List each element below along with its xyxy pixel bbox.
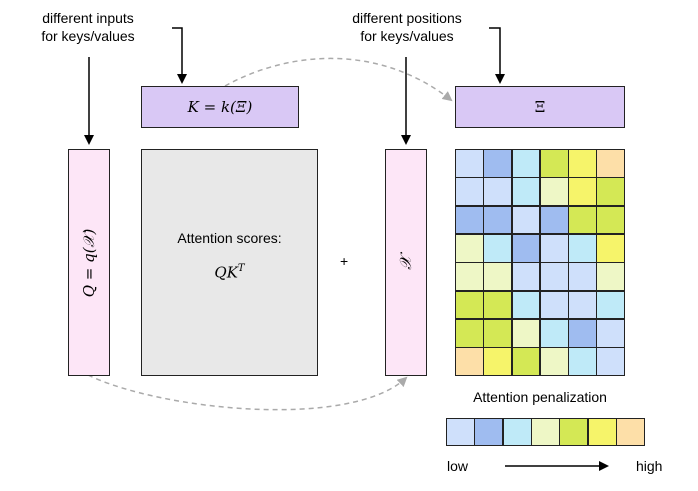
legend-swatch [503,419,531,445]
heatmap-cell [512,178,540,206]
heatmap-cell [512,291,540,319]
q-box: Q = q(𝒳) [68,149,110,376]
heatmap-cell [569,178,596,206]
heatmap-cell [512,263,540,291]
heatmap-cell [540,263,568,291]
attention-scores-box: Attention scores: QKT [141,149,318,376]
inputs-label-line1: different inputs [42,10,134,26]
heatmap-cell [484,291,511,319]
heatmap-cell [512,319,540,347]
high-label: high [636,458,663,474]
heatmap-cell [456,206,483,234]
plus-sign: + [340,253,349,269]
heatmap-cell [597,348,624,375]
heatmap-cell [456,291,483,319]
heatmap-cell [540,234,568,262]
xi-box-label: Ξ [534,98,546,116]
inputs-label-line2: for keys/values [41,28,135,44]
dashed-arrow-k-to-xi [224,57,453,102]
scores-formula-sup: T [237,263,245,274]
legend-swatch [532,419,559,445]
heatmap-cell [484,178,511,206]
heatmap-cell [512,150,540,177]
heatmap-cell [456,319,483,347]
legend-swatch [617,419,644,445]
attention-penalization-heatmap [455,149,625,376]
heatmap-cell [456,263,483,291]
attention-scores-title: Attention scores: [177,230,282,246]
heatmap-cell [484,234,511,262]
attention-scores-formula: QKT [142,263,317,282]
k-box-formula: K = k(Ξ) [187,98,253,116]
heatmap-cell [569,206,596,234]
heatmap-cell [456,234,483,262]
heatmap-cell [597,234,624,262]
heatmap-cell [569,263,596,291]
inputs-label: different inputs for keys/values [12,9,164,45]
positions-label: different positions for keys/values [322,9,492,45]
heatmap-cell [597,291,624,319]
heatmap-cell [484,319,511,347]
xi-box: Ξ [455,86,625,128]
heatmap-cell [456,348,483,375]
heatmap-cell [540,291,568,319]
scores-formula-base: QK [214,263,238,282]
heatmap-cell [456,150,483,177]
x-box: 𝒳 [385,149,427,376]
heatmap-cell [512,234,540,262]
x-box-label: 𝒳 [396,255,415,270]
heatmap-cell [484,263,511,291]
legend-swatch [560,419,588,445]
heatmap-cell [540,178,568,206]
q-box-formula: Q = q(𝒳) [80,228,98,297]
heatmap-cell [540,150,568,177]
positions-label-line2: for keys/values [360,28,454,44]
heatmap-cell [569,319,596,347]
heatmap-cell [540,348,568,375]
arrow-to-xi [489,27,505,84]
color-scale-legend [446,418,645,446]
heatmap-cell [512,206,540,234]
heatmap-cell [569,348,596,375]
heatmap-cell [597,206,624,234]
arrow-to-k [172,27,187,84]
legend-swatch [475,419,503,445]
heatmap-cell [597,263,624,291]
heatmap-cell [569,291,596,319]
heatmap-cell [569,150,596,177]
low-label: low [447,458,469,474]
heatmap-cell [597,319,624,347]
heatmap-cell [512,348,540,375]
heatmap-cell [456,178,483,206]
k-box: K = k(Ξ) [141,86,299,128]
penalization-title: Attention penalization [473,389,607,405]
heatmap-cell [540,206,568,234]
heatmap-cell [597,178,624,206]
positions-label-line1: different positions [352,10,462,26]
heatmap-cell [569,234,596,262]
heatmap-cell [597,150,624,177]
legend-swatch [447,419,474,445]
dashed-arrow-q-to-x [87,374,408,411]
legend-swatch [588,419,616,445]
heatmap-cell [484,206,511,234]
heatmap-cell [484,348,511,375]
heatmap-cell [484,150,511,177]
heatmap-cell [540,319,568,347]
